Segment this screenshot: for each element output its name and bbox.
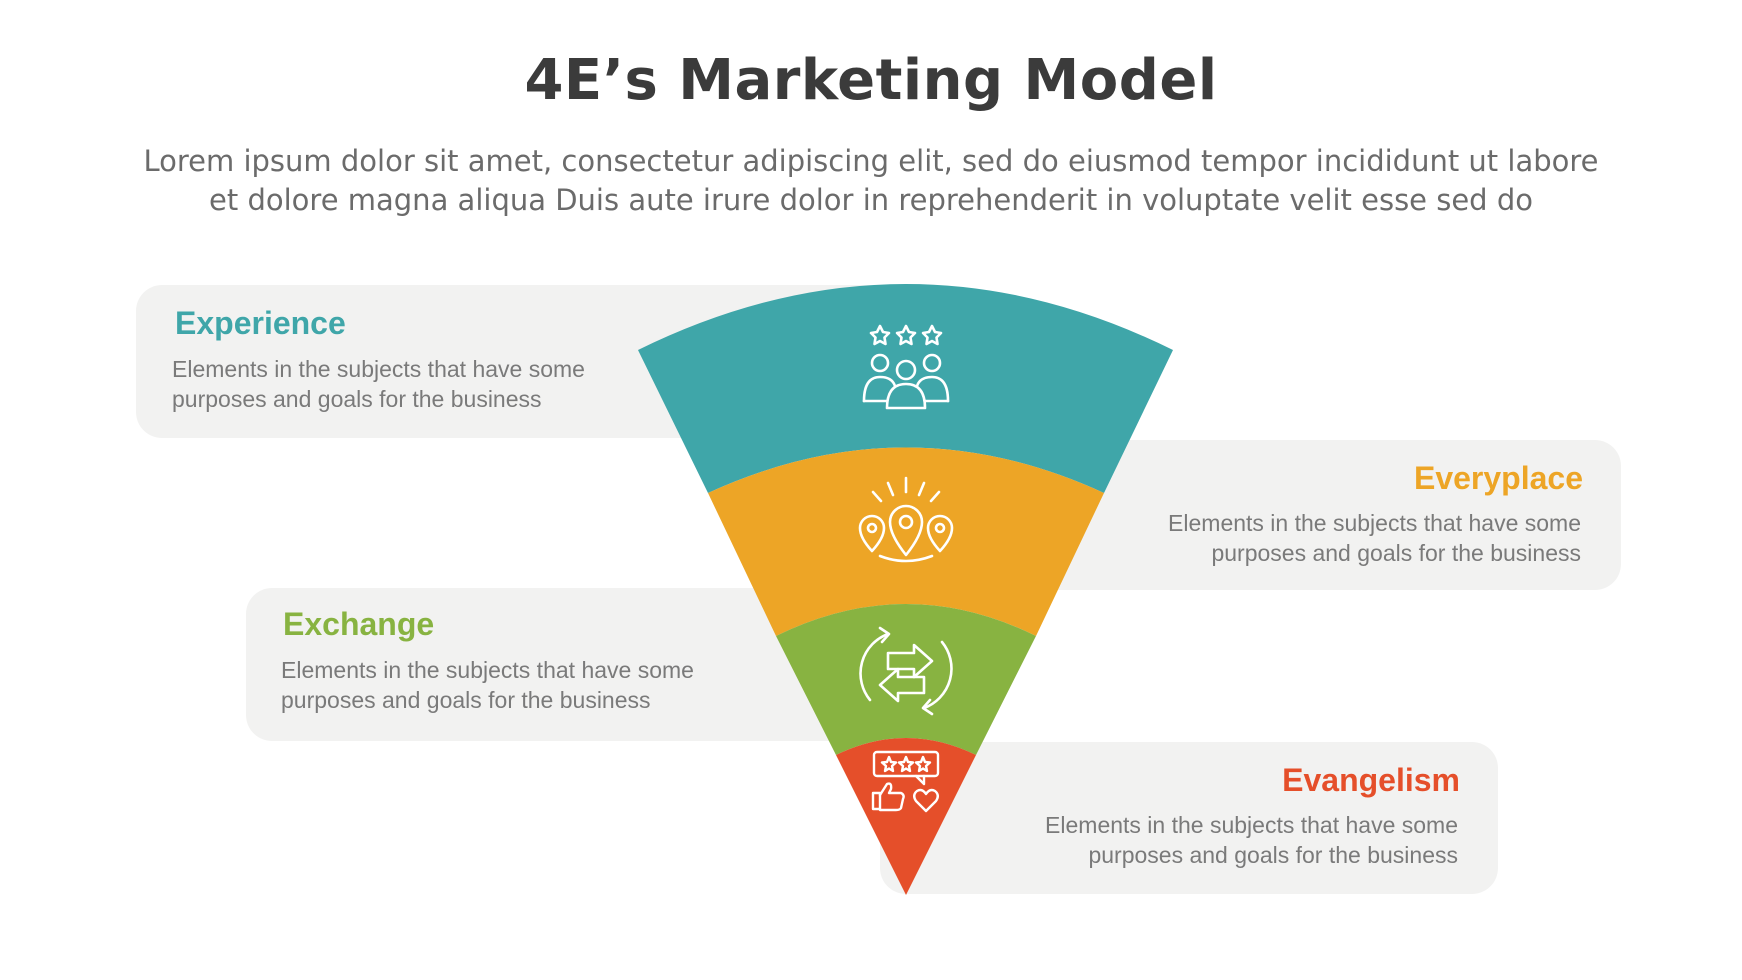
stage-description-line: purposes and goals for the business [172,386,542,412]
people-rating-icon [862,324,950,410]
subtitle-line-1: Lorem ipsum dolor sit amet, consectetur … [143,144,1599,178]
stage-description: Elements in the subjects that have some … [172,354,585,414]
stage-description: Elements in the subjects that have some … [1168,508,1581,568]
stage-description-line: Elements in the subjects that have some [172,356,585,382]
page-subtitle: Lorem ipsum dolor sit amet, consectetur … [70,142,1672,220]
funnel-segment-evangelism [836,738,976,895]
funnel-segment-experience [638,284,1173,493]
location-pins-icon [858,476,954,563]
exchange-arrows-icon [859,626,953,716]
stage-card-evangelism: Evangelism Elements in the subjects that… [880,742,1498,894]
stage-description-line: purposes and goals for the business [1211,540,1581,566]
funnel-segment-everyplace [708,447,1104,636]
stage-description: Elements in the subjects that have some … [1045,810,1458,870]
stage-description: Elements in the subjects that have some … [281,655,694,715]
page-title: 4E’s Marketing Model [524,48,1218,113]
stage-description-line: Elements in the subjects that have some [1168,510,1581,536]
stage-title: Experience [175,305,346,341]
stage-description-line: purposes and goals for the business [281,687,651,713]
subtitle-line-2: et dolore magna aliqua Duis aute irure d… [209,183,1533,217]
stage-description-line: purposes and goals for the business [1088,842,1458,868]
stage-description-line: Elements in the subjects that have some [281,657,694,683]
stage-title: Everyplace [1413,460,1583,496]
stage-description-line: Elements in the subjects that have some [1045,812,1458,838]
review-feedback-icon [871,750,940,813]
funnel-segment-exchange [776,604,1036,755]
stage-title: Evangelism [1282,762,1460,798]
stage-title: Exchange [283,606,435,642]
stage-card-exchange: Exchange Elements in the subjects that h… [246,588,896,741]
